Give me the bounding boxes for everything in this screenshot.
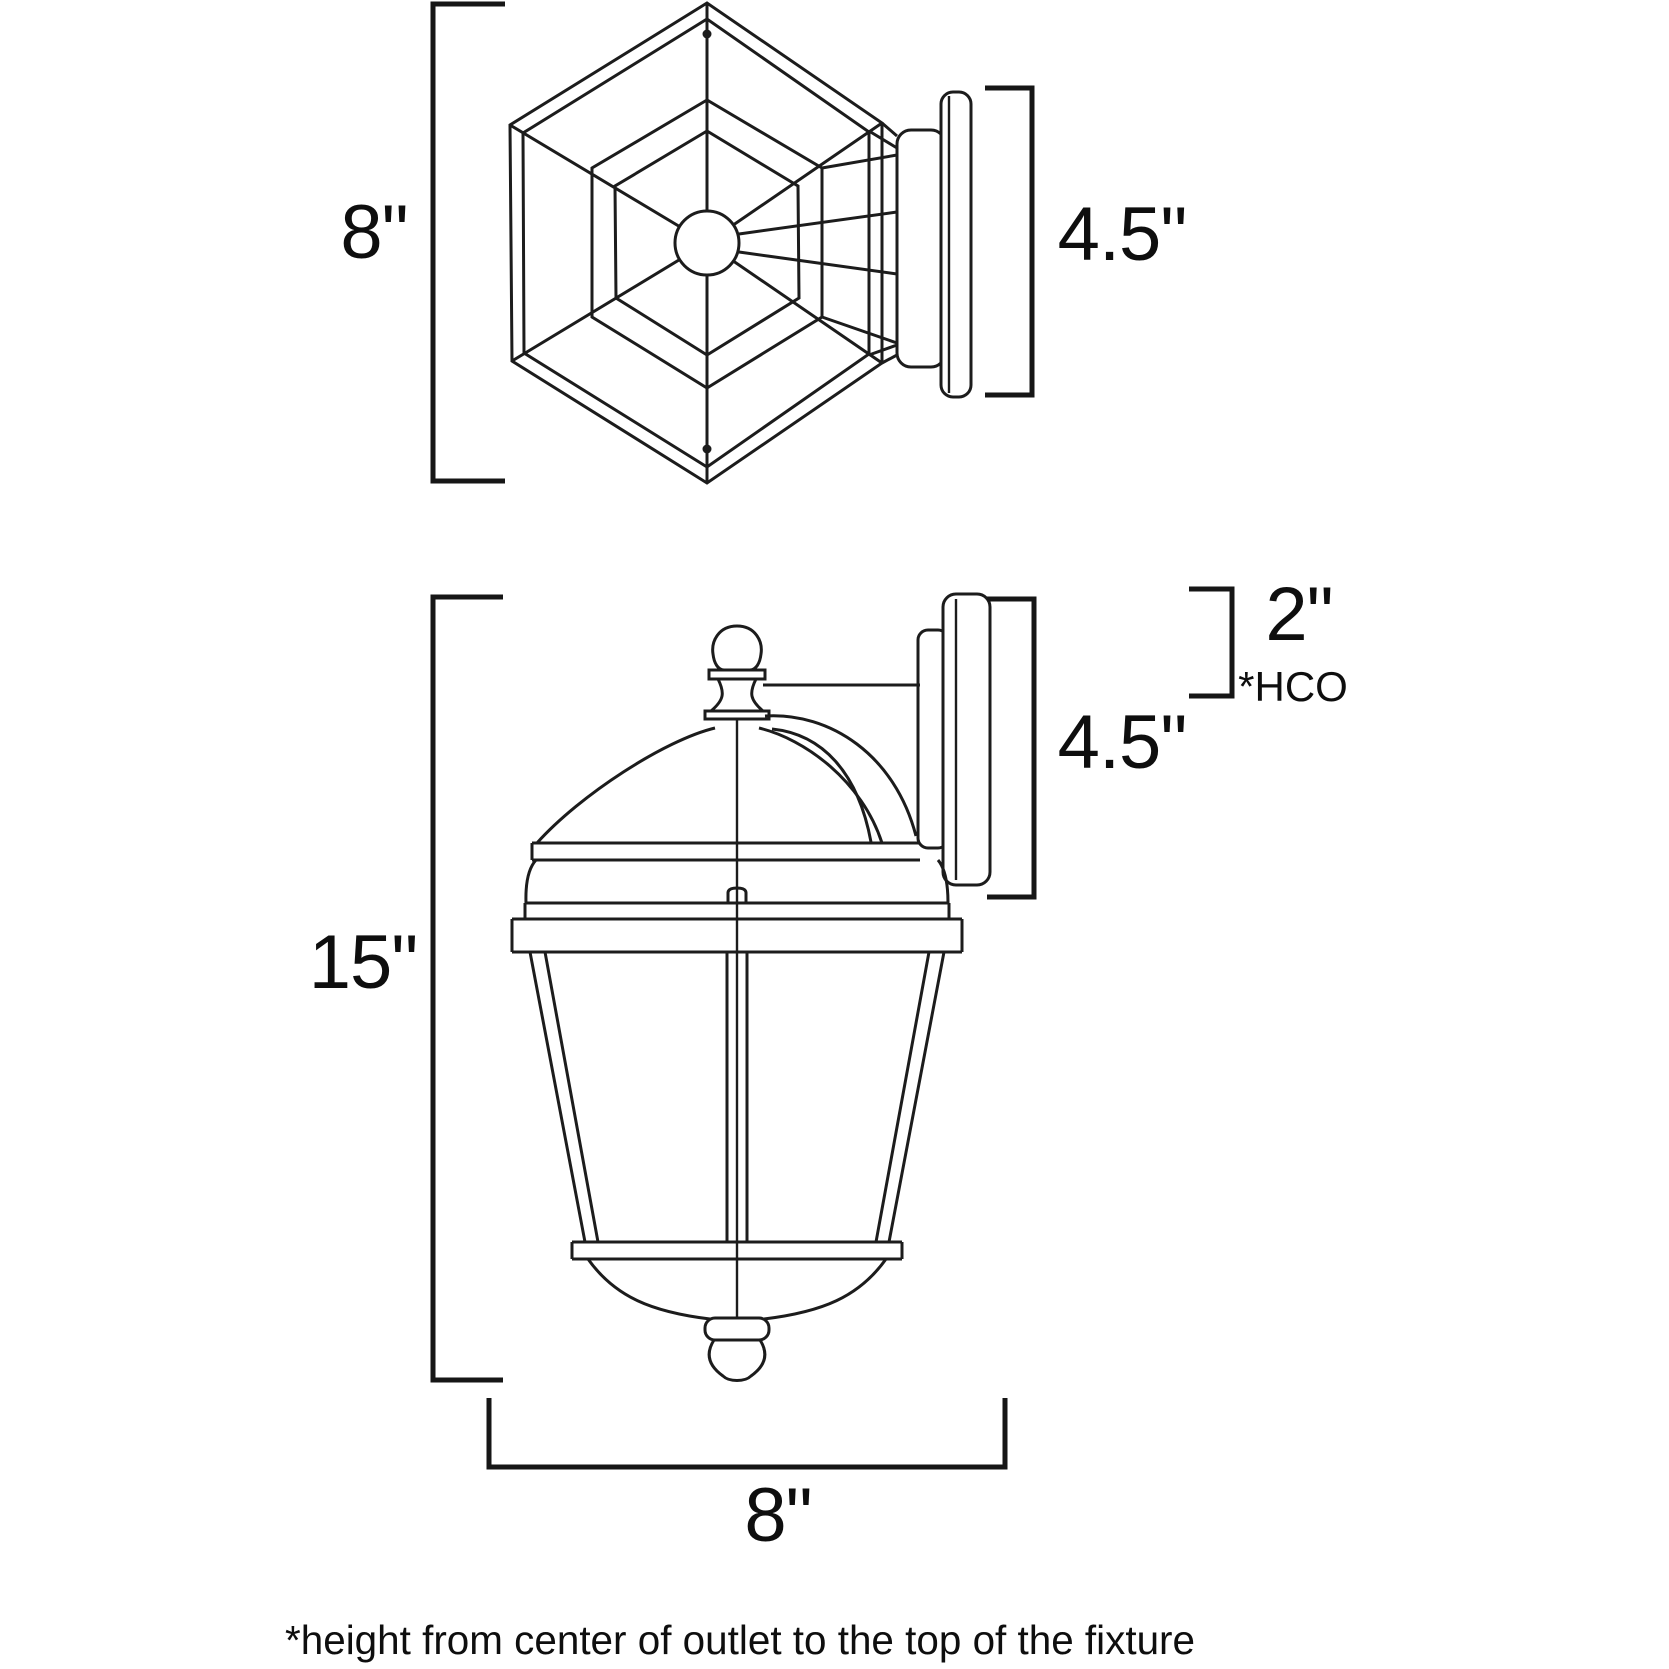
side-view-mount-plate [941,592,992,887]
bottom-skirt [586,1258,888,1321]
bottom-finial-collar [703,1316,771,1342]
top-view-height-label: 8" [340,190,407,275]
top-view-depth-label: 4.5" [1058,192,1187,277]
footnote-text: *height from center of outlet to the top… [285,1617,1195,1663]
bottom-finial-acorn [707,1338,767,1382]
side-view-hco-note: *HCO [1238,663,1348,710]
side-view-hco-dimension: 2" *HCO [1189,572,1348,710]
side-view-height-label: 15" [309,920,418,1005]
top-view-mount-plate [939,90,973,399]
top-view-mount-flange [895,128,947,369]
side-view-height-bracket [430,594,503,1383]
top-view-height-dimension: 8" [340,1,505,484]
top-view-finial-circle [673,209,741,277]
screw-dot-bottom [702,444,712,454]
side-view-width-bracket [486,1398,1008,1470]
screw-dot-top [702,29,712,39]
scroll-arm [763,683,920,843]
dome [524,726,950,904]
top-view-depth-dimension: 4.5" [985,85,1187,398]
side-view-backplate-bracket [987,596,1037,900]
side-view-width-label: 8" [744,1473,811,1558]
side-view-backplate-dimension: 4.5" [987,596,1187,900]
top-view: 8" 4.5" [340,1,1187,485]
side-view: 15" 8" 4.5" 2" *HCO [309,572,1348,1558]
side-view-width-dimension: 8" [486,1398,1008,1558]
side-view-hco-bracket [1189,586,1235,699]
side-view-backplate-label: 4.5" [1058,700,1187,785]
bottom-ring [570,1240,904,1261]
top-view-height-bracket [430,1,505,484]
side-view-hco-label: 2" [1265,572,1332,657]
top-view-arm-lines [738,121,898,365]
rim-bands [510,886,964,954]
glass-cage [528,951,946,1243]
top-finial [703,624,771,721]
side-view-height-dimension: 15" [309,594,503,1383]
top-view-depth-bracket [985,85,1035,398]
